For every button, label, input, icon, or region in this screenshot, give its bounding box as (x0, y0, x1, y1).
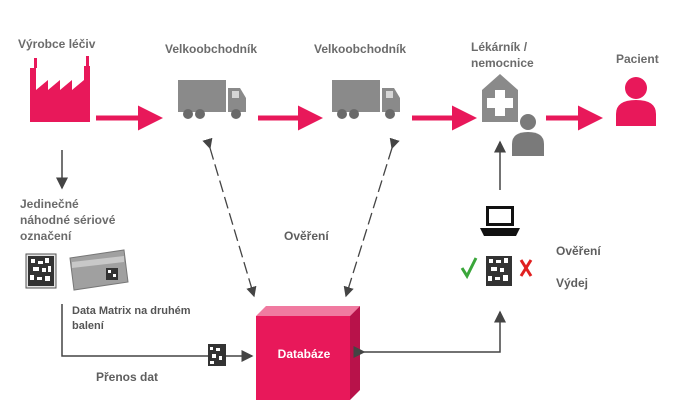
check-icon (460, 257, 478, 280)
verify-arrow-right (343, 137, 400, 298)
medicine-box-icon (69, 249, 129, 291)
pharmacy-icon (482, 74, 518, 122)
dispense-label: Výdej (556, 276, 589, 290)
database-label: Databáze (277, 347, 331, 361)
data-transfer-line (61, 304, 254, 362)
truck-icon (332, 80, 400, 119)
wholesaler-1-label: Velkoobchodník (165, 42, 258, 56)
datamatrix-icon (208, 344, 226, 366)
datamatrix-icon (486, 256, 512, 286)
datamatrix-label-line2: balení (72, 320, 104, 332)
pharmacist-label-line2: nemocnice (471, 56, 534, 70)
verification-right-label: Ověření (556, 244, 601, 258)
pharmacy-data-line (353, 310, 506, 358)
data-transfer-label: Přenos dat (96, 370, 159, 384)
cross-icon (519, 259, 533, 277)
patient-label: Pacient (616, 52, 659, 66)
factory-icon (30, 56, 90, 122)
laptop-icon (480, 206, 520, 236)
pharmacist-label-line1: Lékárník / (471, 40, 528, 54)
serial-label-line1: Jedinečné (20, 197, 79, 211)
datamatrix-label-line1: Data Matrix na druhém (72, 305, 191, 317)
serial-label-line2: náhodné sériové (20, 213, 116, 227)
truck-icon (178, 80, 246, 119)
person-icon (512, 114, 544, 156)
datamatrix-icon (25, 253, 57, 289)
verification-center-label: Ověření (284, 229, 329, 243)
manufacturer-label: Výrobce léčiv (18, 37, 96, 51)
serial-label-line3: označení (20, 229, 72, 243)
wholesaler-2-label: Velkoobchodník (314, 42, 407, 56)
verify-arrow-left (202, 137, 257, 298)
patient-icon (616, 77, 656, 126)
